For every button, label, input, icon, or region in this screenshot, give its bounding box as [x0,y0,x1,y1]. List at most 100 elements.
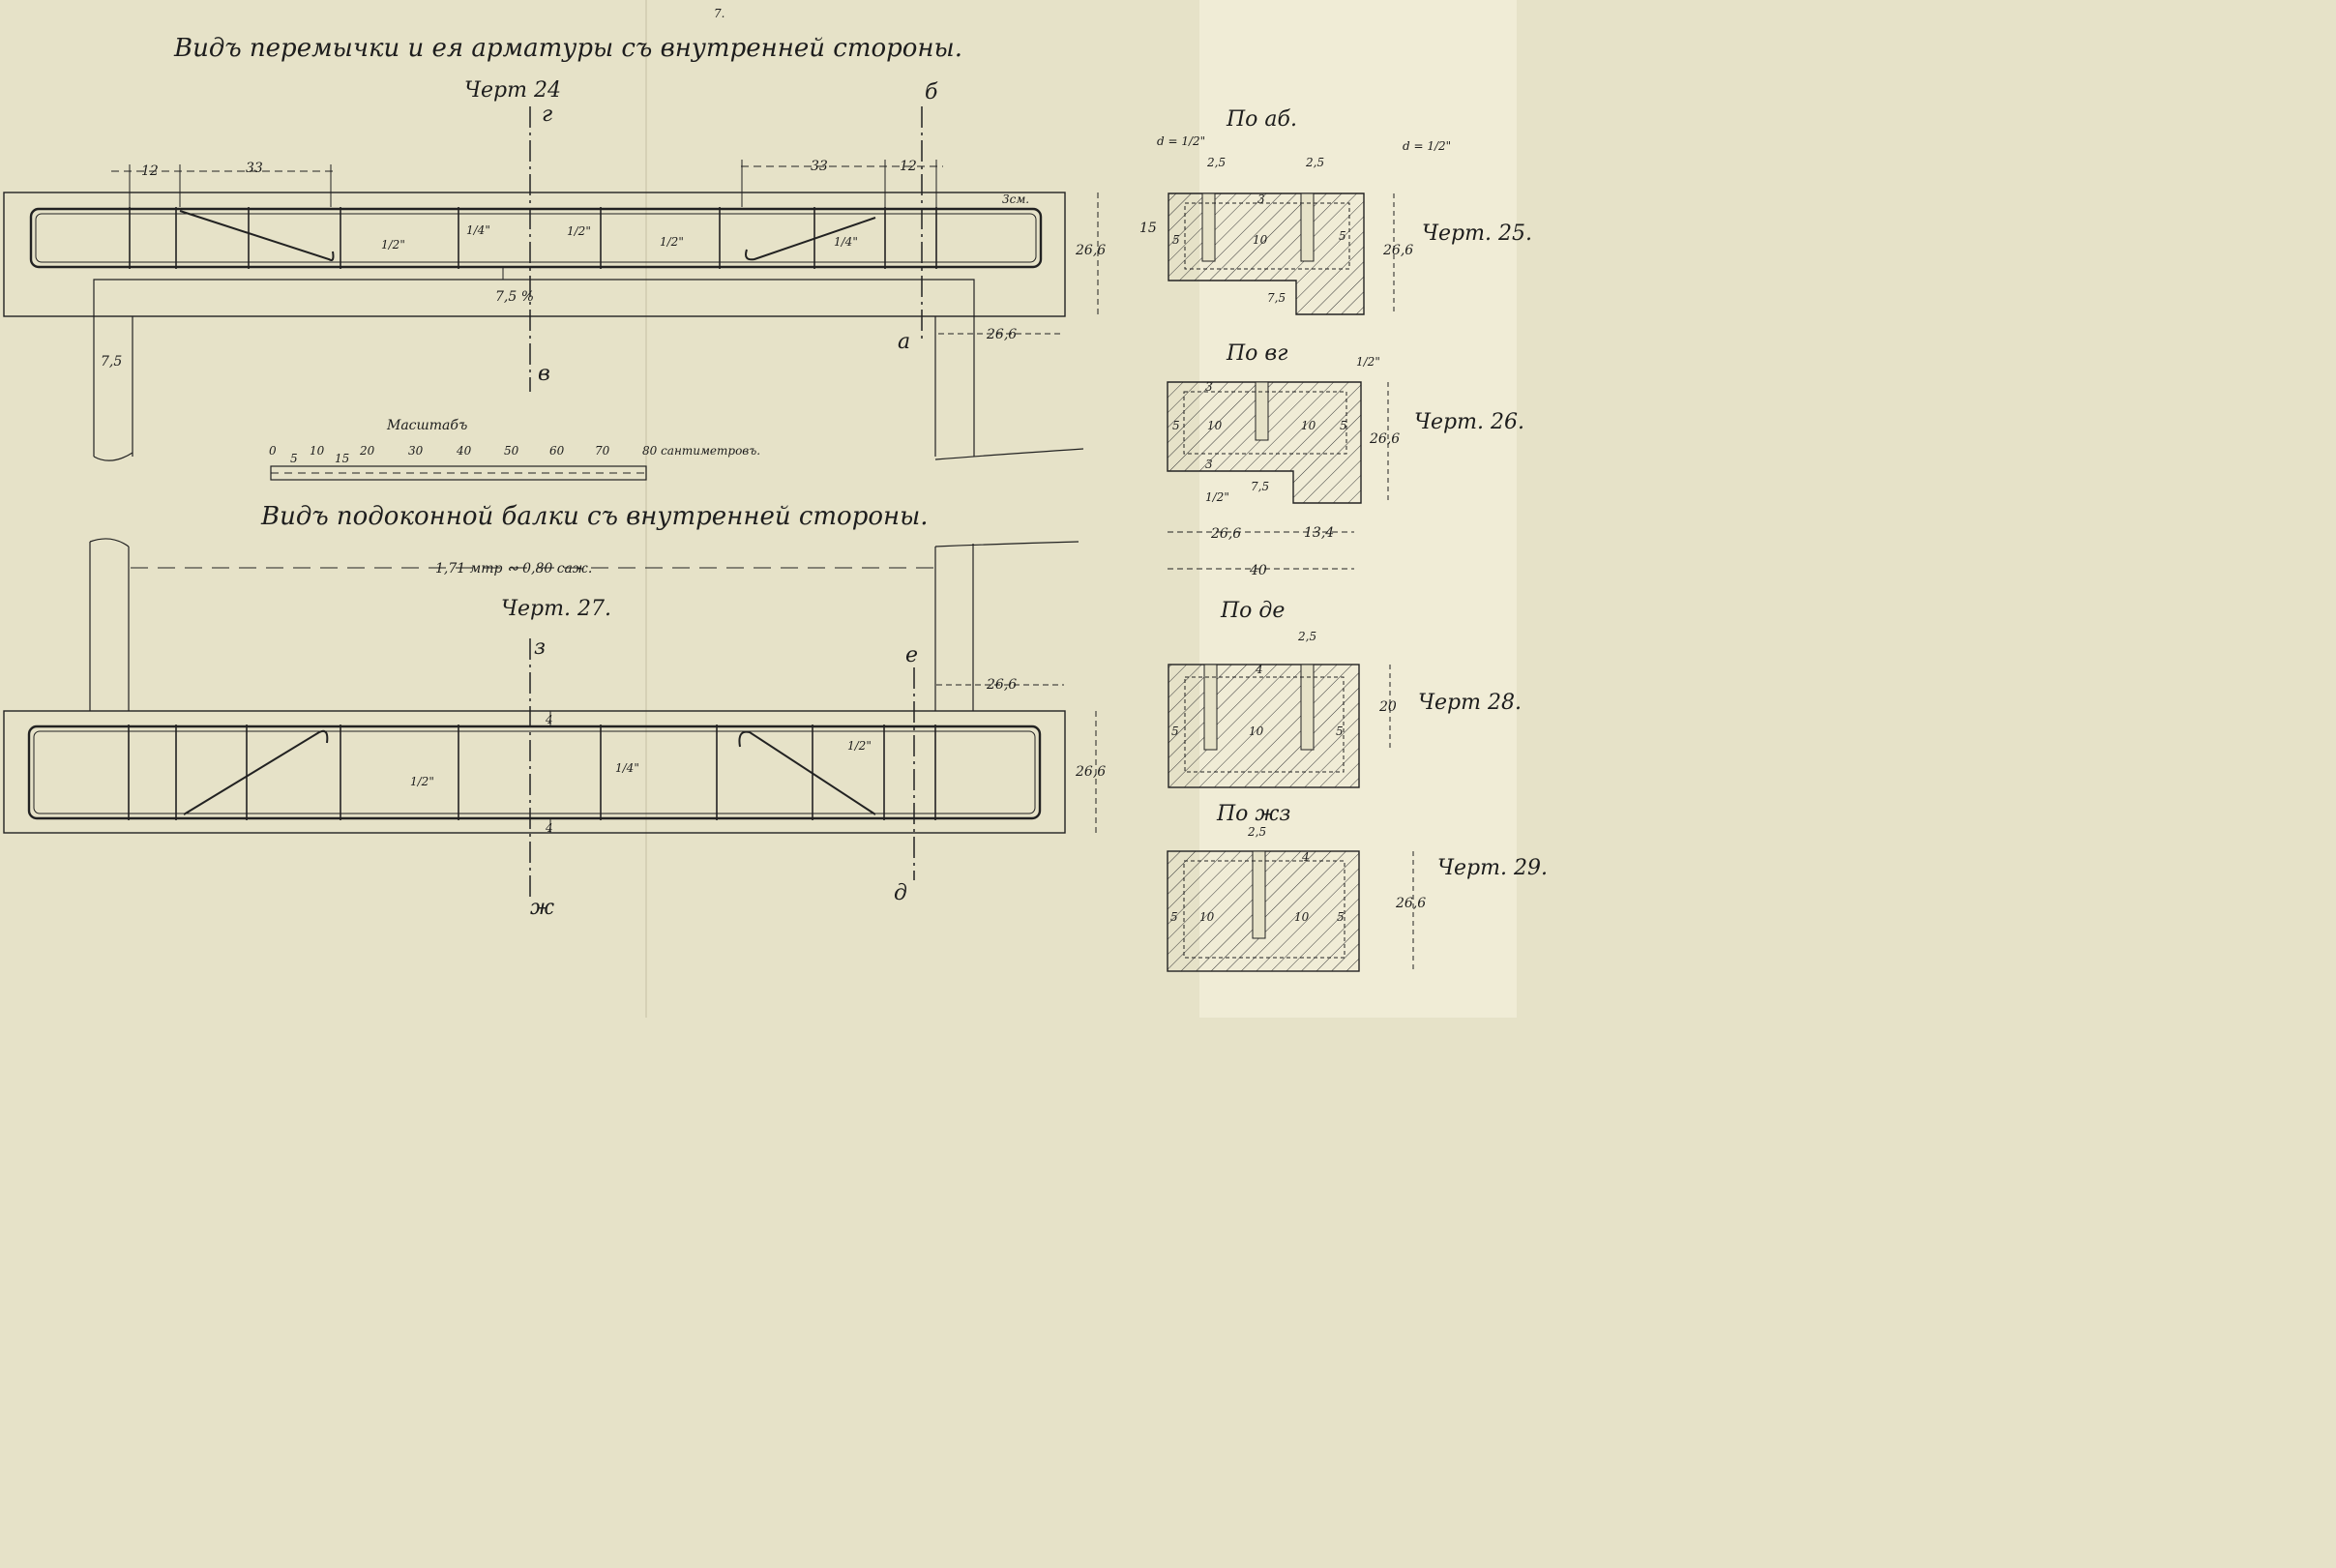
lintel-bar-label-2: 1/4" [466,223,490,237]
scale-tick-60: 60 [549,444,565,458]
cut-mark-d: д [894,881,907,905]
section-vg-label-bar-top: 1/2" [1356,355,1380,369]
section-ab-label-3: 3 [1257,192,1265,206]
scale-tick-20: 20 [359,444,375,458]
section-vg-label-bar-bottom: 1/2" [1205,490,1229,504]
sill-cage-outer [27,725,1042,820]
section-vg-label-3a: 3 [1205,380,1213,394]
scale-tick-5: 5 [290,452,298,465]
sill-bar-label-1: 1/2" [410,775,434,788]
sill-cage-inner [33,730,1036,814]
section-zhz-fig: Черт. 29. [1437,856,1548,880]
left-break-line [93,452,133,461]
section-de-label-5b: 5 [1336,725,1344,738]
drawing-sheet: 7. Видъ перемычки и ея арматуры съ внутр… [0,0,1548,1018]
scale-tick-10: 10 [310,444,325,458]
section-vg-label-3b: 3 [1205,458,1213,471]
section-ab-label-height: 26,6 [1382,243,1413,258]
section-ab-label-2-5b: 2,5 [1305,156,1324,169]
section-vg-label-10a: 10 [1207,419,1223,432]
lintel-bent-bar-right [745,217,876,261]
sill-dim-26-6-top: 26,6 [986,677,1017,693]
section-zhz-label-height: 26,6 [1395,896,1426,911]
lintel-beam-outline [3,192,1066,317]
section-vg-title: По вг [1226,341,1287,366]
lintel-fig-label: Черт 24 [464,78,561,103]
section-ab: По аб. d = 1/2" d = 1/2" 2,5 2,5 3 15 5 … [1139,107,1532,315]
sill-bar-label-2: 1/4" [615,761,639,775]
lintel-bar-label-3: 1/2" [567,224,591,238]
section-ab-slot-1 [1201,192,1216,262]
section-ab-label-10: 10 [1253,233,1268,247]
scale-bar-group: Масштабъ 0 5 10 15 20 30 40 50 60 70 80 … [269,418,760,481]
cut-mark-b: б [925,80,938,104]
section-zhz-label-2-5: 2,5 [1247,825,1266,839]
lintel-dim-33-right: 33 [811,159,828,174]
section-vg-fig: Черт. 26. [1414,410,1524,434]
scale-tick-40: 40 [456,444,472,458]
lintel-opening [93,279,975,457]
lintel-title: Видъ перемычки и ея арматуры съ внутренн… [173,34,962,63]
section-vg-label-10b: 10 [1301,419,1316,432]
lintel-bar-label-5: 1/4" [834,235,858,249]
lintel-dim-7-5-percent: 7,5 % [495,289,534,305]
sill-view: Видъ подоконной балки съ внутренней стор… [3,502,1106,920]
section-de-label-2-5: 2,5 [1297,630,1316,643]
scale-tick-30: 30 [408,444,424,458]
lintel-bar-label-1: 1/2" [381,238,405,251]
section-vg-stirrup [1183,391,1347,455]
right-break-line [934,448,1084,460]
sill-right-break [934,541,1079,547]
section-ab-label-2-5a: 2,5 [1206,156,1226,169]
cut-mark-v: в [538,362,550,386]
section-de-title: По де [1220,599,1285,623]
section-de-slot-2 [1300,664,1315,751]
section-de-fig: Черт 28. [1418,691,1522,715]
sill-fig-label: Черт. 27. [501,597,611,621]
section-zhz-label-10b: 10 [1294,910,1310,924]
lintel-dim-height: 26,6 [1075,243,1106,258]
scale-tick-70: 70 [595,444,610,458]
section-vg-label-13-4: 13,4 [1304,525,1334,541]
sill-left-break [89,538,130,547]
lintel-dim-12-right: 12 [900,159,917,174]
scale-title: Масштабъ [386,418,467,433]
sill-dim-4-bottom: 4 [545,821,553,835]
cut-mark-g: г [542,103,552,127]
section-vg-label-26-6: 26,6 [1210,526,1241,542]
cut-mark-zh: ж [530,896,554,920]
lintel-dim-33-left: 33 [246,161,263,176]
section-de-label-20: 20 [1378,699,1397,715]
section-de: По де 2,5 4 20 5 10 5 Черт 28. [1168,599,1522,788]
lintel-bent-bar-left [179,210,335,261]
section-ab-label-5a: 5 [1172,233,1180,247]
cut-mark-e: е [905,643,918,667]
sill-dim-lines [549,684,1097,833]
section-zhz-slot [1252,850,1266,939]
section-ab-body [1168,192,1365,315]
section-vg-label-5b: 5 [1340,419,1347,432]
lintel-dim-12-left: 12 [141,163,159,179]
lintel-bar-label-4: 1/2" [660,235,684,249]
sill-dim-4-top: 4 [545,713,553,726]
section-vg-label-height: 26,6 [1369,431,1400,447]
section-zhz-title: По жз [1216,802,1290,826]
section-vg-label-40: 40 [1249,563,1267,578]
section-ab-label-7-5: 7,5 [1267,291,1286,305]
scale-tick-50: 50 [504,444,519,458]
section-de-label-4: 4 [1255,663,1263,676]
section-ab-fig: Черт. 25. [1422,222,1532,246]
sill-stirrups [128,725,936,820]
sill-title: Видъ подоконной балки съ внутренней стор… [260,502,929,531]
section-zhz-label-4: 4 [1301,850,1310,864]
section-ab-label-15: 15 [1139,221,1157,236]
section-zhz-label-10a: 10 [1199,910,1215,924]
section-ab-title: По аб. [1226,107,1297,132]
section-vg-label-7-5: 7,5 [1251,480,1269,493]
section-vg-label-5a: 5 [1172,419,1180,432]
section-ab-stirrup [1184,202,1350,270]
section-vg: По вг 1/2" 3 5 10 10 5 26,6 3 1/2" 7,5 2… [1167,341,1524,578]
section-de-label-10: 10 [1249,725,1264,738]
section-de-slot-1 [1203,664,1218,751]
page-number: 7. [714,7,724,20]
